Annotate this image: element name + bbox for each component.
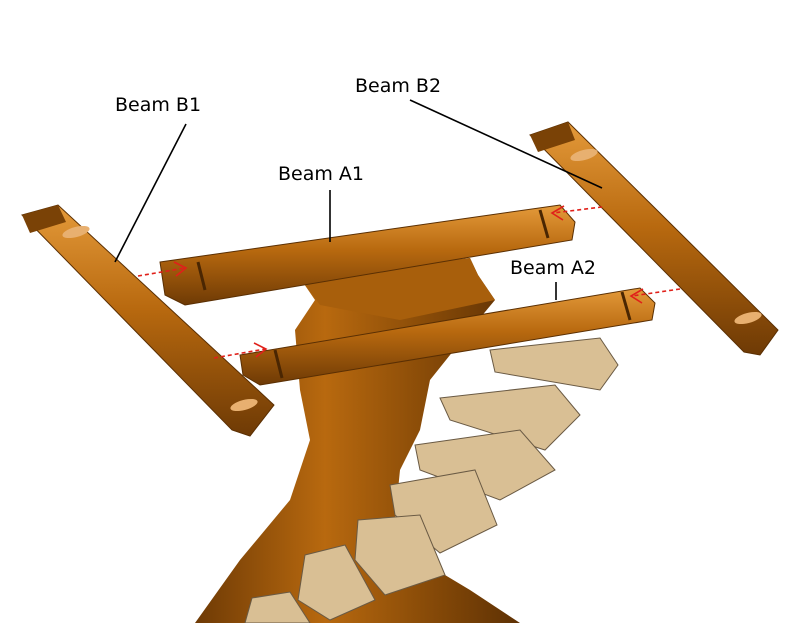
beam-b2 — [529, 121, 779, 356]
beam-b1 — [21, 204, 275, 437]
beam-a2 — [239, 287, 656, 386]
arrow-b1-a1 — [137, 261, 188, 277]
label-beam-b2: Beam B2 — [355, 75, 442, 97]
beam-a1 — [159, 204, 576, 306]
step — [354, 514, 446, 596]
label-beam-a2: Beam A2 — [510, 257, 597, 279]
step — [414, 429, 556, 501]
insertion-arrows — [137, 205, 681, 359]
step — [489, 337, 619, 391]
leader-b1 — [114, 123, 187, 263]
step — [439, 384, 581, 451]
leader-lines — [114, 99, 603, 300]
step — [297, 544, 376, 621]
label-beam-b1: Beam B1 — [115, 94, 202, 116]
label-beam-a1: Beam A1 — [278, 163, 365, 185]
arrow-b1-a2 — [213, 342, 268, 359]
stair-steps — [244, 337, 619, 623]
arrow-b2-a2 — [629, 288, 681, 304]
arrow-b2-a1 — [550, 205, 603, 221]
leader-b2 — [409, 99, 603, 189]
step — [244, 591, 311, 623]
